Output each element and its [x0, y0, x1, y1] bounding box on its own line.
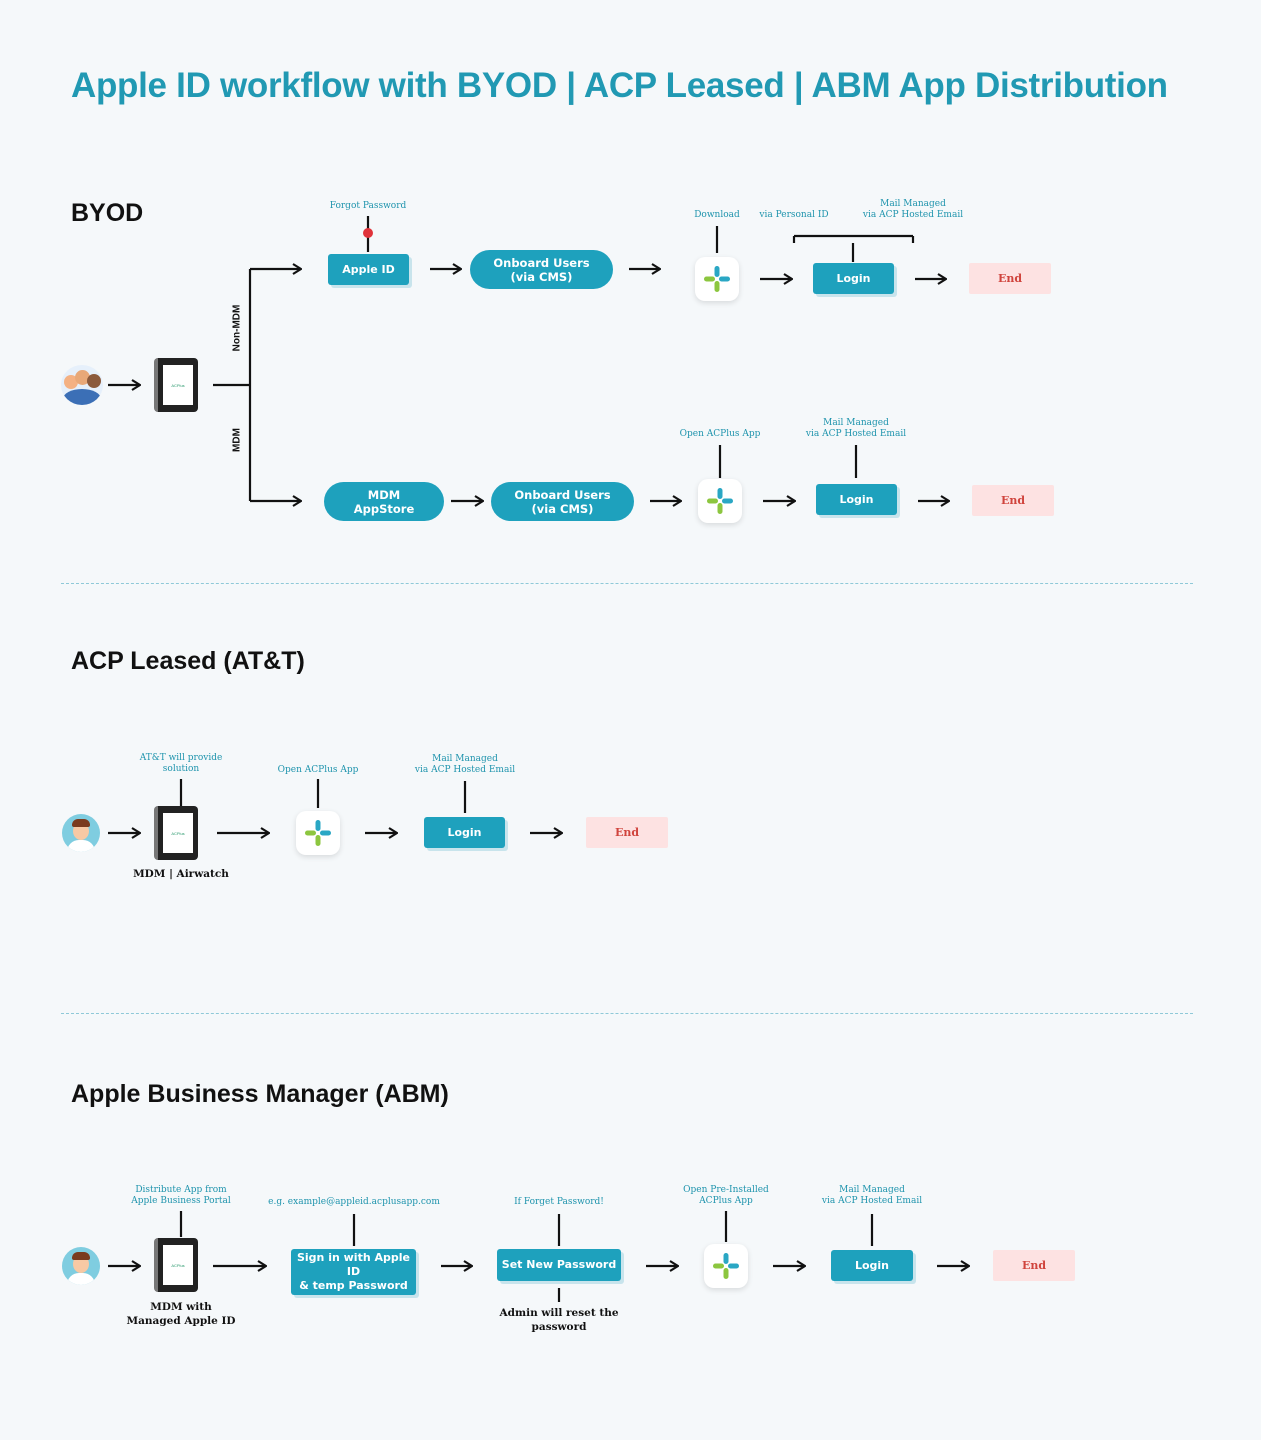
tablet-icon: ACPlus — [154, 358, 198, 412]
end-box: End — [972, 485, 1054, 516]
user-group-icon — [61, 365, 103, 405]
admin-reset-caption: Admin will reset the password — [499, 1307, 619, 1333]
forgot-password-marker — [363, 228, 373, 238]
open-acplus-app-label: Open ACPlus App — [277, 765, 359, 775]
device-caption: MDM | Airwatch — [133, 868, 229, 880]
sign-in-box: Sign in with Apple ID & temp Password — [291, 1249, 416, 1295]
non-mdm-label: Non-MDM — [231, 304, 243, 352]
mail-managed-label: Mail Managed via ACP Hosted Email — [862, 199, 964, 220]
login-box: Login — [816, 484, 897, 515]
mail-managed-label: Mail Managed via ACP Hosted Email — [821, 1185, 923, 1206]
apple-id-box: Apple ID — [328, 254, 409, 285]
if-forget-password-label: If Forget Password! — [514, 1197, 604, 1207]
acplus-app-icon — [704, 1244, 748, 1288]
set-new-password-box: Set New Password — [497, 1249, 621, 1281]
onboard-users-box: Onboard Users (via CMS) — [491, 482, 634, 521]
acplus-app-icon — [296, 811, 340, 855]
login-box: Login — [831, 1250, 913, 1281]
section-heading-acp-leased: ACP Leased (AT&T) — [71, 647, 305, 675]
page-title: Apple ID workflow with BYOD | ACP Leased… — [71, 66, 1168, 105]
via-personal-id-label: via Personal ID — [759, 210, 829, 220]
acplus-logo-icon — [704, 266, 730, 292]
section-divider — [61, 583, 1193, 584]
tablet-screen-label: ACPlus — [163, 1245, 193, 1285]
download-label: Download — [694, 210, 740, 220]
login-box: Login — [813, 263, 894, 294]
mdm-label: MDM — [231, 428, 243, 452]
device-caption: MDM with Managed Apple ID — [126, 1301, 236, 1327]
section-heading-abm: Apple Business Manager (ABM) — [71, 1080, 449, 1108]
end-box: End — [993, 1250, 1075, 1281]
tablet-screen-label: ACPlus — [163, 813, 193, 853]
section-heading-byod: BYOD — [71, 199, 144, 227]
acplus-logo-icon — [707, 488, 733, 514]
acplus-logo-icon — [305, 820, 331, 846]
example-email-label: e.g. example@appleid.acplusapp.com — [268, 1197, 440, 1207]
section-divider — [61, 1013, 1193, 1014]
open-acplus-app-label: Open ACPlus App — [679, 429, 761, 439]
att-provide-label: AT&T will provide solution — [139, 753, 223, 774]
open-preinstalled-label: Open Pre-Installed ACPlus App — [683, 1185, 769, 1206]
mail-managed-label: Mail Managed via ACP Hosted Email — [414, 754, 516, 775]
onboard-users-box: Onboard Users (via CMS) — [470, 250, 613, 289]
user-avatar-icon — [62, 1247, 100, 1285]
mail-managed-label: Mail Managed via ACP Hosted Email — [805, 418, 907, 439]
end-box: End — [586, 817, 668, 848]
tablet-icon: ACPlus — [154, 1238, 198, 1292]
acplus-app-icon — [698, 479, 742, 523]
user-avatar-icon — [62, 814, 100, 852]
tablet-screen-label: ACPlus — [163, 365, 193, 405]
distribute-app-label: Distribute App from Apple Business Porta… — [131, 1185, 231, 1206]
forgot-password-label: Forgot Password — [329, 201, 407, 211]
acplus-logo-icon — [713, 1253, 739, 1279]
login-box: Login — [424, 817, 505, 848]
tablet-icon: ACPlus — [154, 806, 198, 860]
end-box: End — [969, 263, 1051, 294]
acplus-app-icon — [695, 257, 739, 301]
mdm-appstore-box: MDM AppStore — [324, 482, 444, 521]
